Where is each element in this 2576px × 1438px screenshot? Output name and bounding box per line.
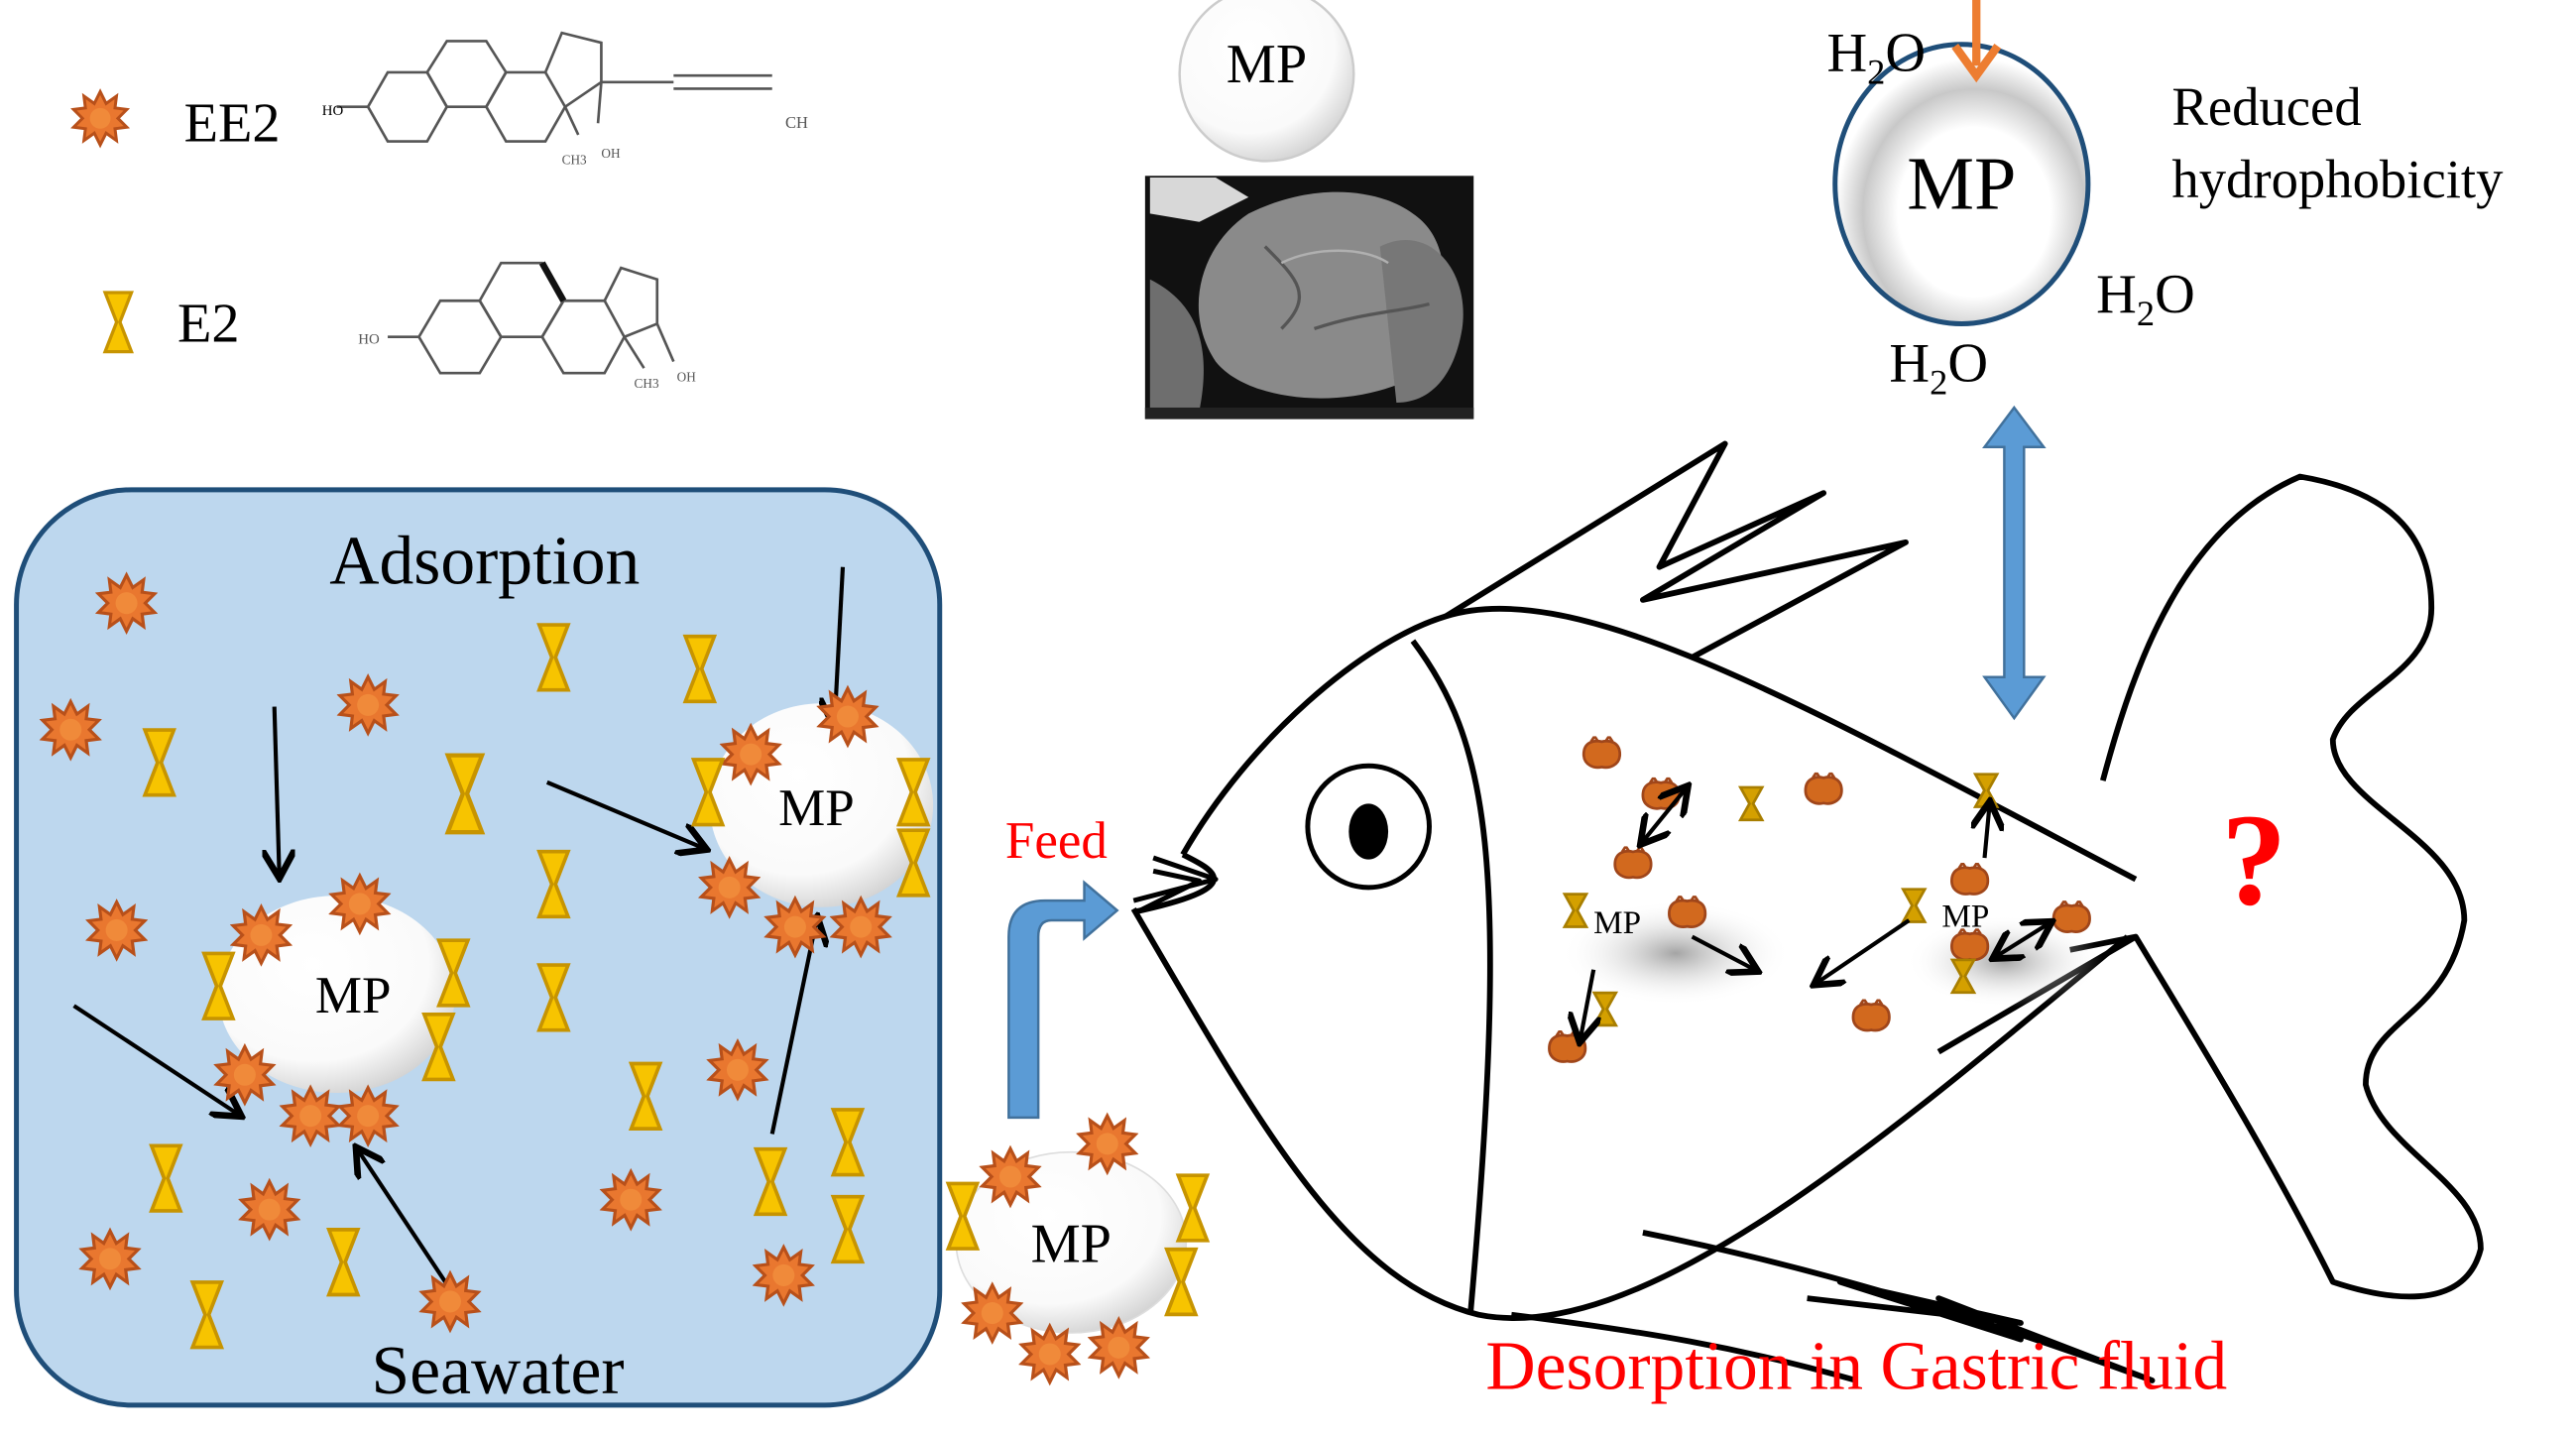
seawater-box: Adsorption Seawater MP MP: [14, 487, 943, 1409]
ee2-star-icon: [1667, 896, 1707, 929]
desorption-caption: Desorption in Gastric fluid: [1485, 1328, 2227, 1404]
ee2-oh-label: OH: [601, 146, 621, 161]
e2-structure-formula: [388, 261, 675, 375]
ee2-label: EE2: [184, 93, 281, 155]
ee2-star-icon: [1851, 999, 1891, 1032]
arrow-icon: [358, 1150, 451, 1288]
arrow-icon: [1643, 788, 1686, 841]
water-label-top: H2O: [1826, 22, 1926, 91]
ee2-star-icon: [2051, 900, 2092, 934]
ee2-star-icon: [1019, 1324, 1081, 1384]
ee2-star-icon: [71, 89, 129, 147]
e2-hourglass-icon: [103, 291, 134, 354]
mp-label-box-1: MP: [315, 967, 392, 1024]
arrow-icon: [1985, 805, 1990, 859]
mp-label-large: MP: [1907, 142, 2016, 225]
arrow-icon: [545, 779, 703, 848]
fish-drawing: [1130, 440, 2484, 1383]
mp-label-fish-1: MP: [1593, 904, 1641, 941]
arrow-icon: [769, 920, 817, 1135]
ee2-star-icon: [1949, 863, 1990, 896]
question-mark-icon: ?: [2221, 786, 2286, 932]
adsorption-label: Adsorption: [329, 523, 640, 599]
reduced-label: Reduced: [2171, 76, 2361, 137]
feed-section: Feed MP: [946, 812, 1210, 1384]
double-arrow-icon: [1982, 405, 2047, 721]
e2-hourglass-icon: [1973, 773, 1999, 808]
mp-shadow: [1561, 900, 1792, 1007]
mp-label-feed: MP: [1031, 1214, 1112, 1275]
e2-oh-label: OH: [677, 369, 697, 384]
mp-label-fish-2: MP: [1941, 899, 1989, 935]
water-label-right: H2O: [2096, 264, 2195, 333]
water-label-bottom: H2O: [1889, 332, 1988, 402]
hydrophobicity-label: hydrophobicity: [2171, 149, 2504, 209]
fish-back-outline: [1180, 606, 2138, 883]
desorption-arrows: [1581, 788, 2049, 1038]
ee2-ho-label: HO: [322, 103, 344, 119]
fish-belly-outline: [1130, 906, 2130, 1322]
e2-hourglass-icon: [1563, 893, 1588, 928]
ee2-star-icon: [1613, 846, 1653, 880]
e2-hourglass-icon: [1738, 785, 1764, 822]
feed-arrow-icon: [1007, 880, 1119, 1120]
mp-particle-icon: [1178, 0, 1355, 163]
arrow-icon: [1691, 934, 1755, 970]
mp-reference: MP: [1144, 0, 1474, 419]
ee2-ch-label: CH: [785, 113, 808, 132]
e2-label: E2: [177, 294, 240, 355]
feed-label: Feed: [1005, 812, 1108, 870]
arrow-icon: [275, 706, 280, 875]
mp-label-box-2: MP: [778, 779, 855, 837]
e2-hourglass-icon: [1592, 991, 1618, 1027]
orange-arrow-icon: [1951, 0, 2002, 83]
mp-label: MP: [1227, 34, 1307, 95]
arrow-icon: [72, 1004, 239, 1114]
ee2-structure-formula: [336, 31, 772, 143]
mp-water-ring: [1832, 42, 2091, 326]
seawater-label: Seawater: [372, 1333, 625, 1409]
ee2-star-icon: [1581, 736, 1622, 770]
arrow-icon: [1581, 969, 1593, 1039]
e2-hourglass-icon: [1176, 1173, 1210, 1243]
hydrophobicity-panel: MP H2O H2O H2O Reduced hydrophobicity: [1826, 0, 2504, 721]
fish-contents: MP MP: [1547, 736, 2092, 1063]
ee2-star-icon: [1804, 772, 1843, 805]
arrow-icon: [1996, 923, 2049, 956]
e2-ch3-label: CH3: [635, 376, 659, 391]
arrow-icon: [1817, 918, 1911, 983]
e2-ho-label: HO: [358, 331, 380, 347]
sem-micrograph: [1144, 176, 1474, 419]
e2-hourglass-icon: [1901, 888, 1927, 923]
ee2-ch3-label: CH3: [562, 153, 587, 168]
legend: EE2 E2 HO CH CH3 OH HO CH3: [71, 31, 808, 391]
